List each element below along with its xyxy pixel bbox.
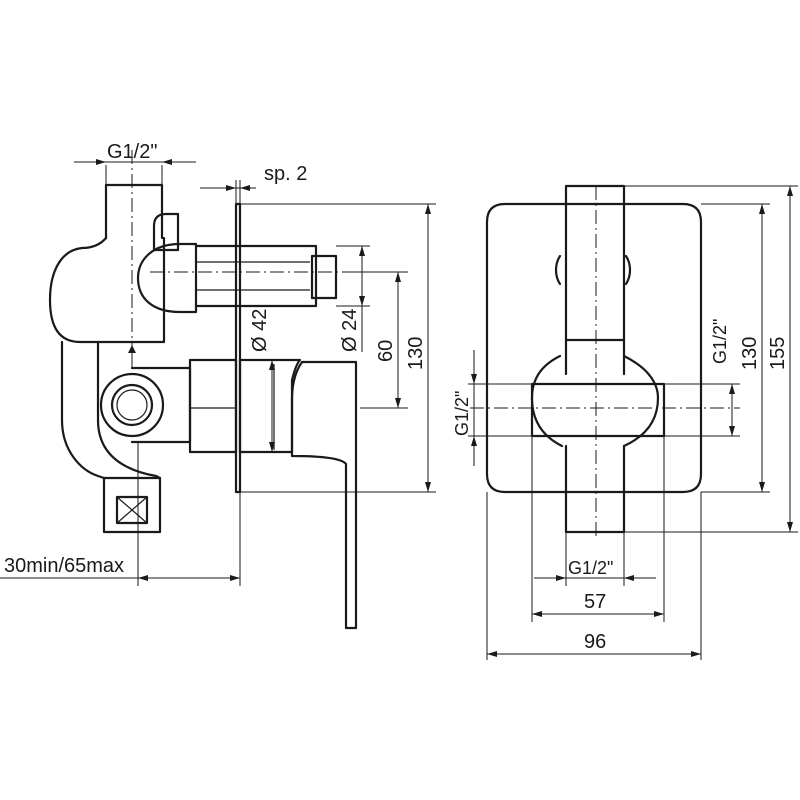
front-side-pipes: [530, 382, 666, 438]
side-view: G1/2" sp. 2 Ø 42 Ø 24 60 130: [0, 141, 436, 630]
inlet-thread-label: G1/2": [107, 141, 157, 163]
diverter-cartridge: [152, 212, 180, 252]
spindle-diameter-label: Ø 24: [339, 309, 361, 352]
side-thread-left-label: G1/2": [452, 391, 472, 436]
side-thread-right-label: G1/2": [710, 319, 730, 364]
bottom-thread-label: G1/2": [568, 558, 613, 578]
plate-height-label: 130: [405, 337, 427, 370]
cartridge-body: [188, 358, 238, 454]
height-total-label: 155: [767, 337, 789, 370]
outlet-cap: [115, 495, 149, 525]
body-diameter-label: Ø 42: [249, 309, 271, 352]
valve-body-outline: [48, 236, 166, 344]
spindle-shaft: [194, 244, 318, 308]
height-inner-label: 130: [739, 337, 761, 370]
spindle-offset-label: 60: [375, 340, 397, 362]
front-vertical-pipe: [564, 184, 626, 342]
front-cover-plate: [485, 202, 703, 494]
front-round-body: [530, 354, 660, 448]
spindle-nut: [310, 254, 338, 300]
width-inner-label: 57: [584, 591, 606, 613]
side-outlet: [99, 372, 165, 438]
width-total-label: 96: [584, 631, 606, 653]
spindle-ring: [136, 242, 198, 314]
side-outlet-housing: [130, 366, 192, 444]
lever-handle: [290, 360, 358, 630]
wall-depth-label: 30min/65max: [4, 555, 124, 577]
front-view: G1/2" G1/2" 130 155 G1/2": [452, 184, 798, 660]
plate-thickness-label: sp. 2: [264, 163, 307, 185]
lower-outlet-pipe: [60, 340, 162, 534]
